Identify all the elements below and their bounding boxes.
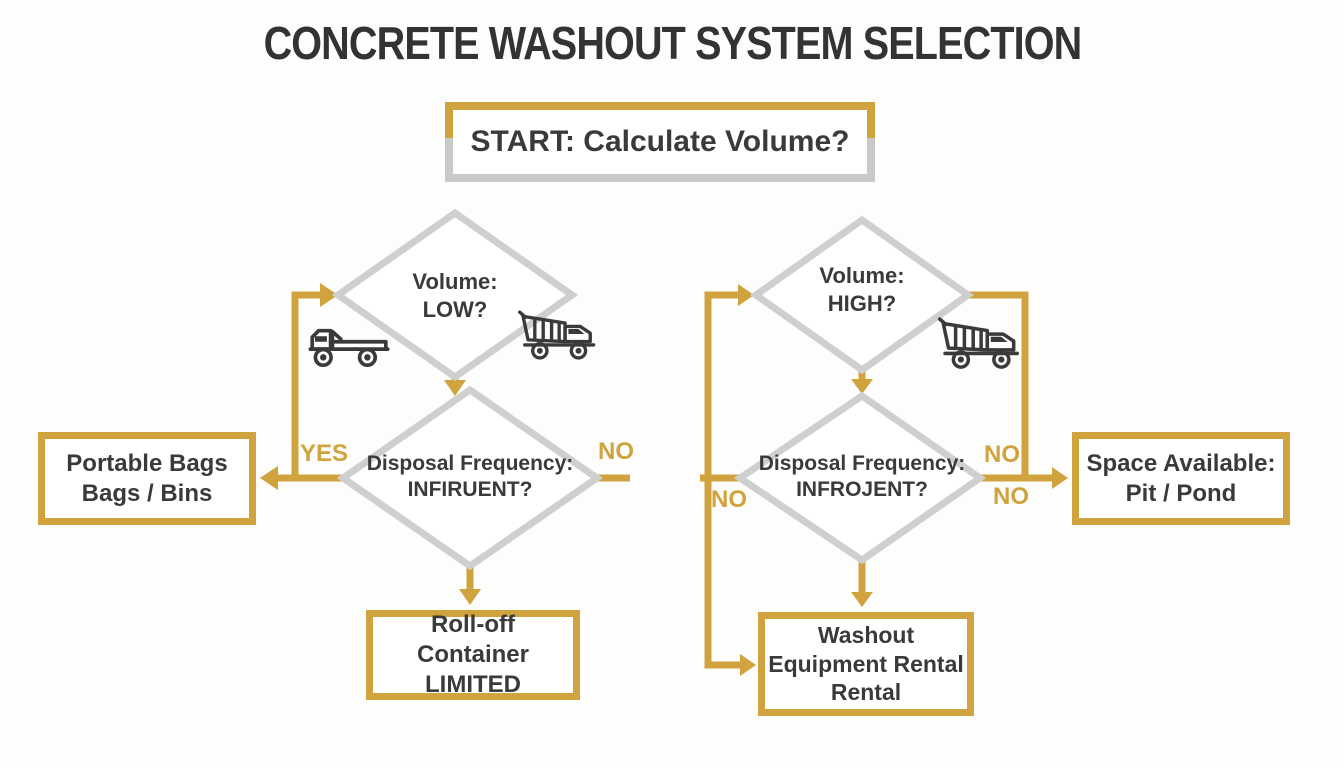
start-box: START: Calculate Volume? — [445, 102, 875, 182]
washout-line1: Washout — [817, 621, 915, 648]
left-volume-line2: LOW? — [422, 296, 488, 322]
start-box-label: START: Calculate Volume? — [453, 110, 867, 174]
portable-bags-line1: Portable Bags — [66, 449, 228, 477]
left-volume-diamond — [331, 208, 579, 382]
right-volume-elbow-connector — [966, 291, 1029, 478]
rolloff-line1: Roll-off Container — [416, 611, 529, 668]
right-volume-line2: HIGH? — [827, 290, 897, 316]
right-frequency-diamond — [733, 391, 987, 565]
rolloff-line2: LIMITED — [425, 671, 521, 698]
right-no-left-label: NO — [711, 486, 747, 513]
washout-line3: Rental — [830, 679, 902, 706]
portable-bags-box: Portable Bags Bags / Bins — [38, 432, 256, 525]
left-yes-label: YES — [300, 440, 349, 467]
right-no-to-space-connector — [978, 467, 1068, 489]
space-line1: Space Available: — [1086, 449, 1276, 477]
portable-bags-line2: Bags / Bins — [81, 479, 213, 507]
left-frequency-line1: Disposal Frequency: — [366, 452, 574, 475]
left-frequency-line2: INFIRUENT? — [407, 478, 533, 502]
washout-rental-box: Washout Equipment Rental Rental — [758, 612, 974, 716]
left-yes-connector — [260, 466, 343, 490]
space-line2: Pit / Pond — [1125, 479, 1237, 507]
right-volume-to-frequency-connector — [851, 372, 873, 394]
right-volume-diamond-label: Volume: HIGH? — [777, 262, 947, 317]
right-frequency-to-washout-connector — [851, 562, 873, 607]
page-title: CONCRETE WASHOUT SYSTEM SELECTION — [263, 17, 1082, 69]
dump-truck-icon — [938, 317, 1020, 370]
right-frequency-diamond-label: Disposal Frequency: INFROJENT? — [737, 451, 987, 504]
right-frequency-line2: INFROJENT? — [796, 478, 928, 502]
left-volume-diamond-label: Volume: LOW? — [370, 268, 540, 323]
right-volume-line1: Volume: — [819, 263, 905, 288]
space-available-box: Space Available: Pit / Pond — [1072, 432, 1290, 525]
right-no-bottom-label: NO — [993, 483, 1029, 510]
left-frequency-diamond — [336, 385, 604, 571]
washout-line2: Equipment Rental — [768, 650, 964, 677]
right-frequency-line1: Disposal Frequency: — [758, 452, 966, 475]
left-no-label: NO — [598, 438, 634, 465]
right-volume-diamond — [749, 215, 975, 375]
left-frequency-diamond-label: Disposal Frequency: INFIRUENT? — [345, 451, 595, 504]
flatbed-truck-icon — [308, 328, 390, 368]
left-volume-line1: Volume: — [412, 269, 498, 294]
rolloff-container-box: Roll-off Container LIMITED — [366, 610, 580, 700]
right-no-top-label: NO — [984, 441, 1020, 468]
left-loop-connector — [291, 283, 338, 478]
